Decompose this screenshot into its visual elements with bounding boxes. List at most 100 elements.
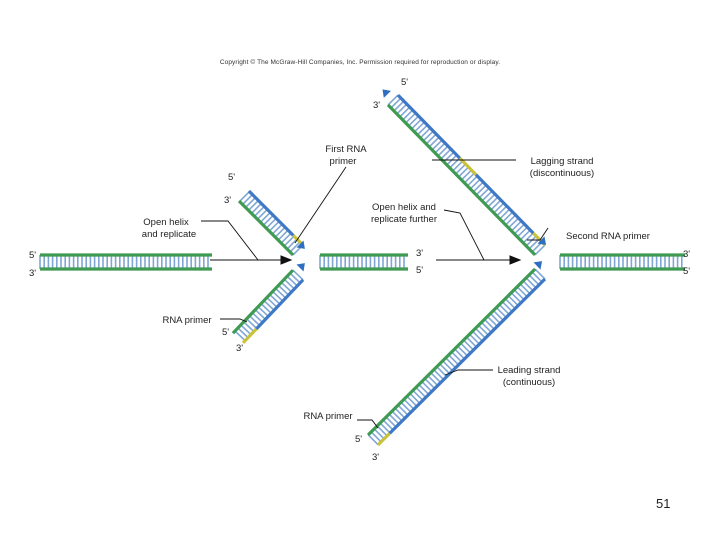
end-bottom-3prime: 3'	[372, 452, 379, 463]
end-top-fork-3prime: 3'	[373, 100, 380, 111]
leader-open-helix	[201, 220, 259, 261]
ladder-fork2-lower-rung	[495, 306, 507, 319]
end-left-5prime: 5'	[29, 250, 36, 261]
ladder-fork2-lower-rung	[388, 413, 400, 425]
ladder-fork2-lower-rung	[525, 277, 537, 289]
arrow-open-helix-head	[280, 255, 293, 265]
ladder-fork2-lower-rung	[385, 416, 397, 428]
ladder-fork2-lower-rung	[391, 410, 403, 422]
leader-open-helix-further	[443, 209, 485, 261]
end-lower-fork-3prime: 3'	[236, 343, 243, 354]
leader-lines	[201, 159, 549, 429]
ladder-fork2-upper-rung	[534, 244, 546, 256]
end-mid-fork-3prime: 3'	[224, 195, 231, 206]
ladder-fork1-lower-rung	[280, 281, 293, 293]
ladder-fork2-upper-rung	[528, 238, 540, 250]
ladder-fork2-lower-rung	[367, 434, 379, 446]
ladder-fork2-upper-rung	[505, 214, 517, 226]
ladder-fork2-upper-rung	[431, 139, 443, 151]
ladder-fork2-lower-rung	[433, 369, 445, 381]
ladder-fork1-lower-rung	[260, 303, 272, 314]
ladder-fork2-upper-rung	[434, 142, 446, 154]
ladder-fork1-lower-rung	[237, 327, 249, 339]
ladder-fork2-lower-rung	[486, 315, 498, 327]
ladder-fork1-upper-rung	[259, 211, 271, 223]
ladder-fork2-lower-rung	[451, 351, 463, 363]
ladder-fork1-lower-rung	[248, 315, 261, 327]
ladder-fork2-lower-rung	[463, 339, 475, 351]
ladder-fork2-lower-rung	[409, 392, 421, 404]
ladder-fork1-upper-rung	[250, 202, 262, 214]
ladder-fork2-upper-rail	[386, 103, 537, 257]
leader-rna-primer-bottom	[357, 419, 379, 429]
end-lower-fork-5prime: 5'	[222, 327, 229, 338]
ladder-fork1-lower-rung	[289, 272, 301, 284]
ladder-fork2-lower-rung	[415, 386, 427, 398]
ladder-fork2-upper-rung	[484, 193, 496, 205]
ladder-fork1-upper-rung	[265, 217, 277, 229]
ladder-fork2-upper-rung	[455, 163, 467, 175]
ladder-fork1-upper-rung	[244, 196, 256, 208]
ladder-fork2-upper-rung	[496, 205, 508, 217]
ladder-fork2-upper-rung	[475, 184, 487, 196]
ladder-fork2-upper-rail	[474, 173, 535, 235]
ladder-fork2-upper-rung	[522, 232, 534, 244]
ladder-fork2-lower-rung	[400, 401, 412, 413]
label-rna-primer-bottom: RNA primer	[303, 411, 352, 422]
ladder-fork1-lower-rung	[283, 278, 295, 290]
label-open-helix-further-l1: Open helix and	[372, 202, 436, 213]
ladder-fork2-lower-rung	[406, 395, 418, 407]
label-lagging-strand-l1: Lagging strand	[531, 156, 594, 167]
ladder-fork2-upper-rung	[422, 130, 434, 142]
ladder-fork2-upper-rung	[396, 103, 408, 115]
ladder-fork2-lower-rung	[528, 274, 540, 286]
ladder-fork2-upper-rung	[460, 169, 473, 181]
ladder-fork2-lower-rung	[445, 357, 457, 369]
ladder-fork1-lower-rung	[234, 330, 246, 342]
ladder-fork2-lower-rung	[507, 295, 519, 307]
ladder-fork2-upper-rung	[487, 196, 499, 208]
leader-rna-primer-left	[220, 318, 248, 323]
ladder-fork2-upper-rung	[478, 187, 490, 199]
label-rna-primer-left: RNA primer	[162, 315, 211, 326]
ladder-fork2-lower-rung	[454, 348, 466, 360]
ladder-fork2-upper-rung	[405, 112, 417, 124]
ladder-fork2-lower-rung	[424, 378, 436, 390]
end-middle-5prime: 5'	[416, 265, 423, 276]
ladder-fork2-lower-rung	[501, 301, 513, 313]
ladder-fork2-lower-rung	[510, 292, 522, 304]
ladder-fork1-upper-rung	[274, 226, 286, 238]
ladder-fork1-lower-rung	[277, 284, 290, 296]
ladder-fork2-upper-rung	[440, 148, 452, 160]
ladder-fork2-upper-rung	[419, 127, 431, 139]
dna-ladders	[39, 89, 685, 447]
ladder-fork2-upper-rung	[516, 226, 528, 238]
ladder-fork2-lower-rung	[421, 380, 433, 393]
ladder-fork1-lower-rung	[272, 290, 284, 302]
ladder-fork2-lower-rung	[474, 327, 486, 339]
label-open-helix-l2: and replicate	[142, 229, 196, 240]
ladder-fork2-lower-rung	[370, 431, 382, 443]
ladder-fork1-lower-rail	[241, 327, 258, 344]
end-mid-fork-5prime: 5'	[228, 172, 235, 183]
ladder-fork1-lower-rail	[231, 269, 295, 335]
ladder-fork1-lower-rung	[246, 318, 258, 330]
ladder-fork2-upper-rung	[425, 133, 437, 145]
ladder-fork2-lower-rung	[477, 324, 489, 336]
process-arrows	[210, 255, 522, 265]
ladder-fork1-upper-rung	[277, 229, 289, 241]
ladder-fork2-lower-rung	[439, 363, 451, 375]
ladder-fork2-upper-rung	[463, 172, 476, 184]
leader-first-rna-primer	[294, 166, 347, 244]
arrowhead-fork1-lower	[296, 263, 305, 272]
label-second-rna-primer: Second RNA primer	[566, 231, 650, 242]
ladder-fork2-lower-rung	[519, 283, 531, 295]
end-right-3prime: 3'	[683, 249, 690, 260]
label-first-rna-primer-l2: primer	[330, 156, 357, 167]
copyright-notice: Copyright © The McGraw-Hill Companies, I…	[219, 59, 501, 66]
ladder-fork2-lower-rail	[376, 432, 391, 447]
ladder-fork2-upper-rung	[402, 109, 414, 121]
end-bottom-5prime: 5'	[355, 434, 362, 445]
ladder-fork1-upper-rung	[239, 191, 251, 203]
